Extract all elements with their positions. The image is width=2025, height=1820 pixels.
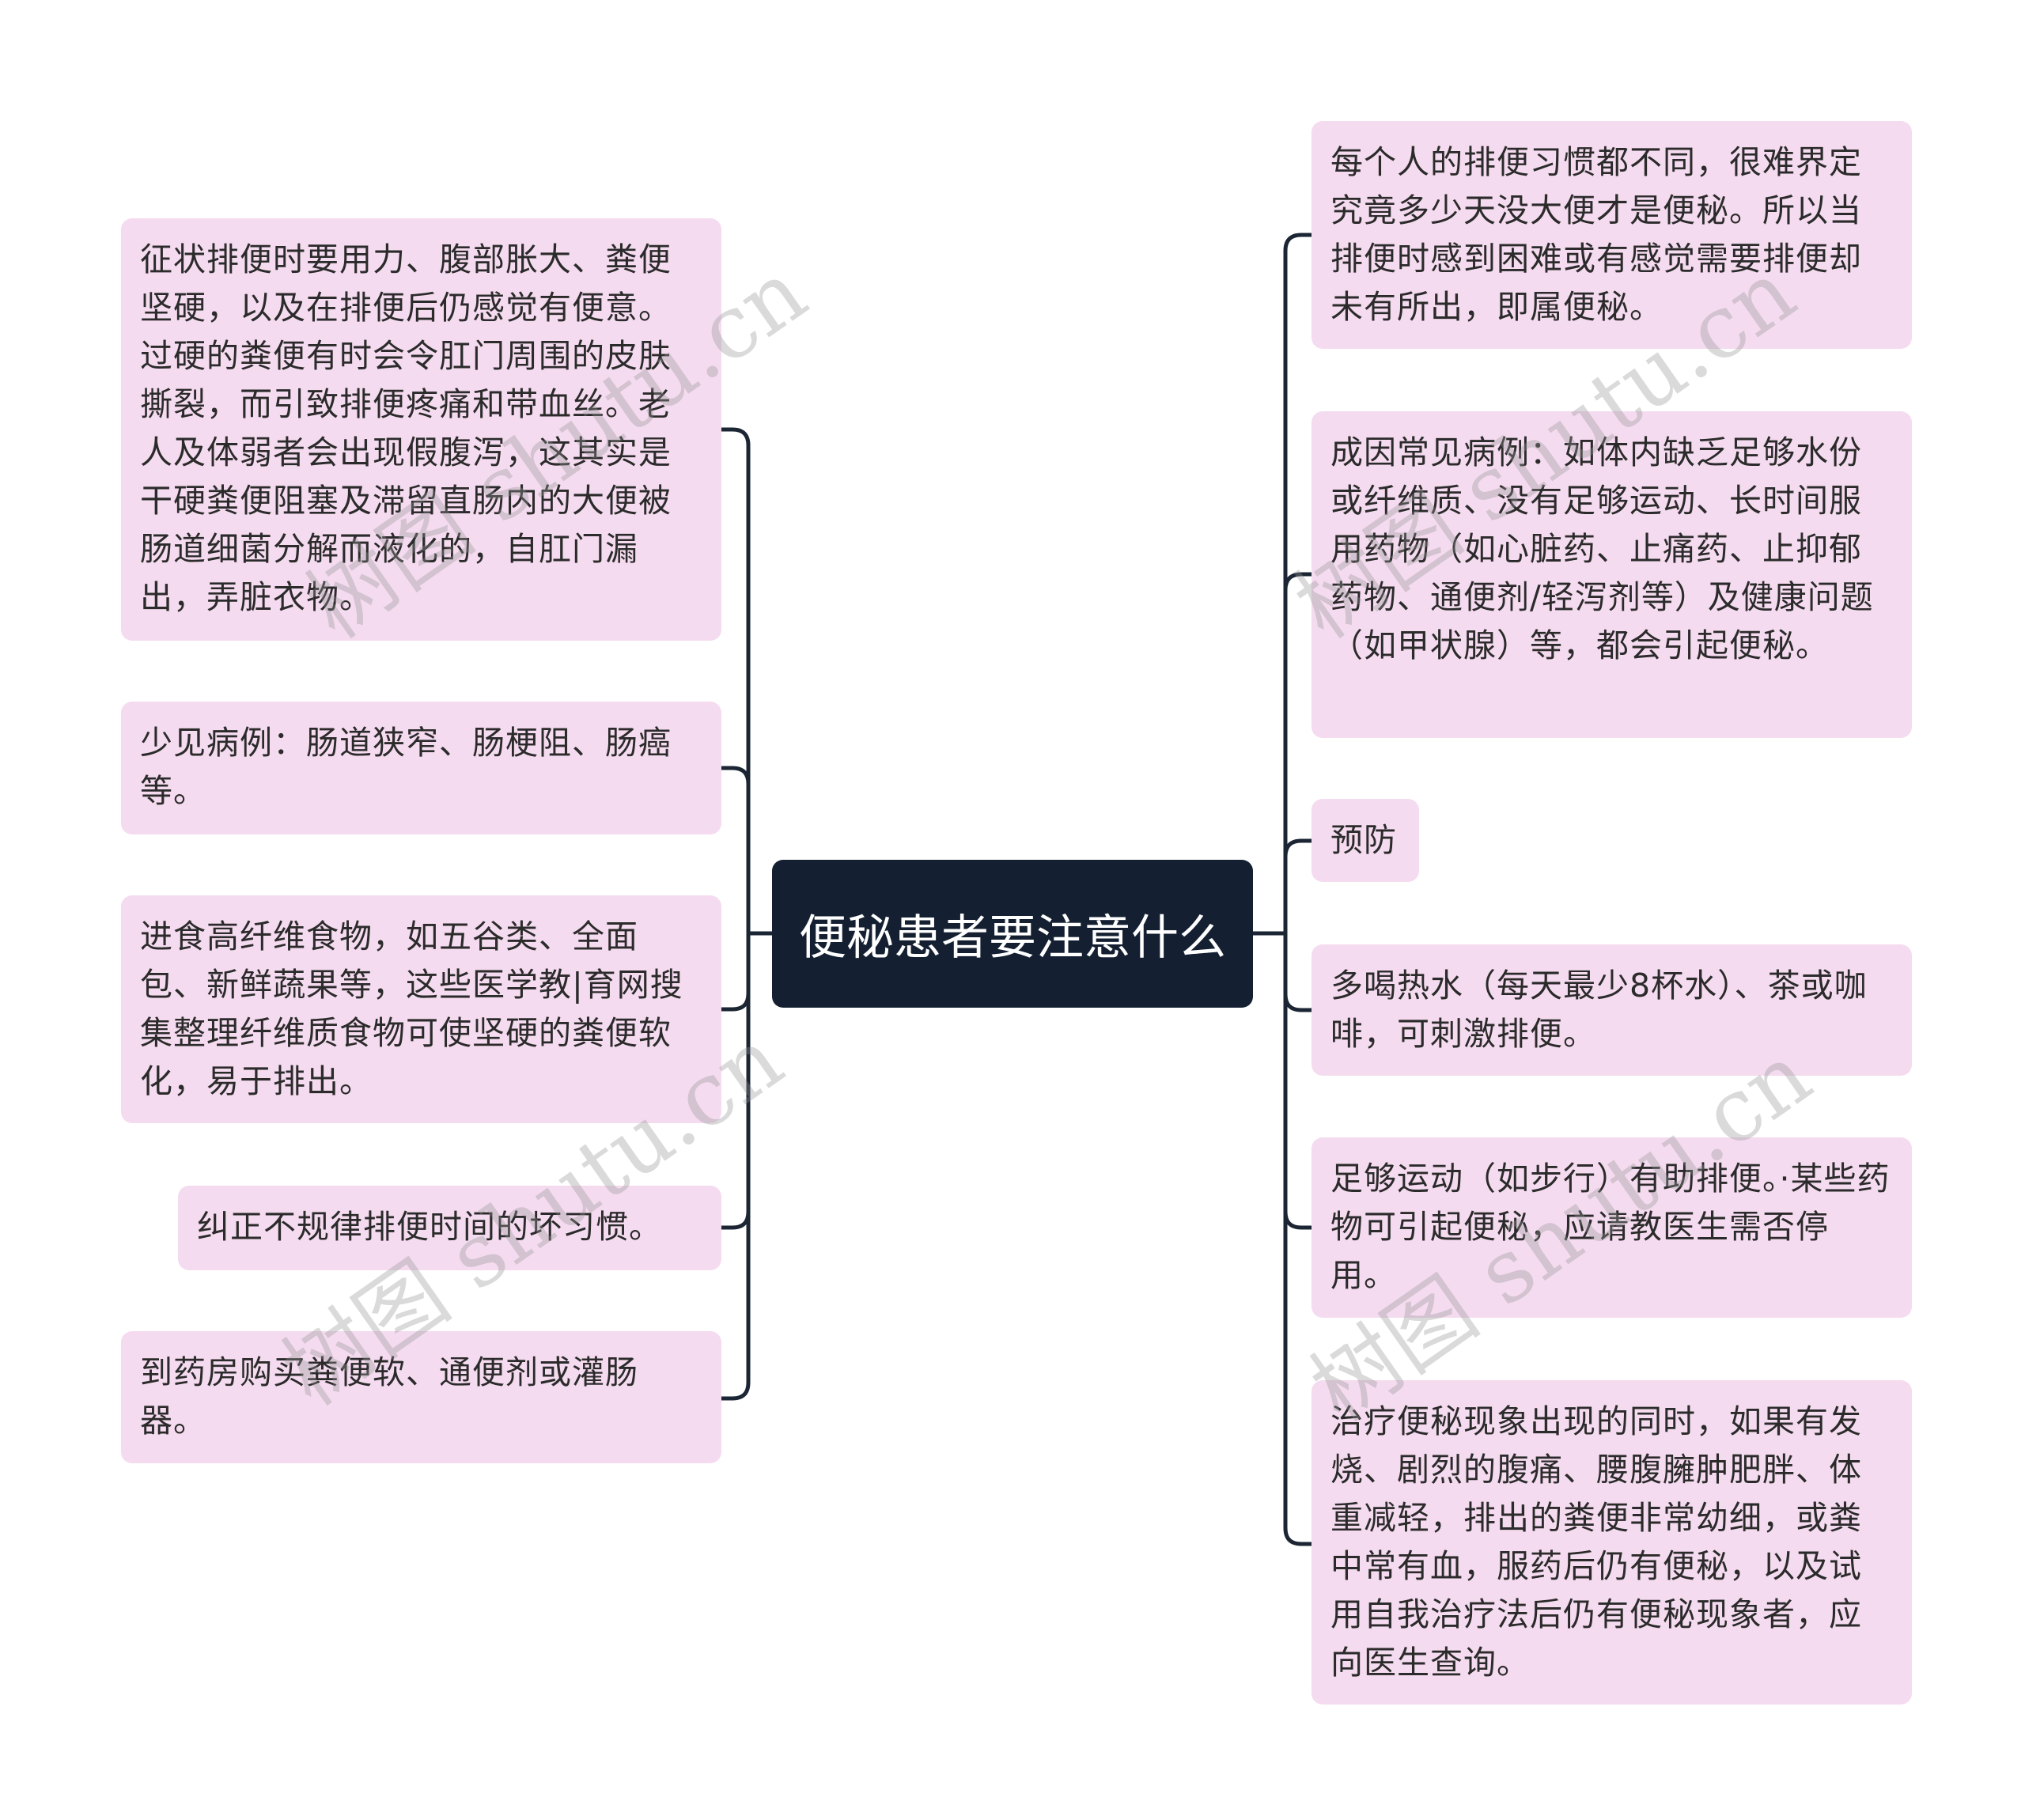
- right-node-causes[interactable]: 成因常见病例：如体内缺乏足够水份或纤维质、没有足够运动、长时间服用药物（如心脏药…: [1312, 411, 1912, 738]
- node-text: 治疗便秘现象出现的同时，如果有发烧、剧烈的腹痛、腰腹臃肿肥胖、体重减轻，排出的粪…: [1330, 1402, 1862, 1682]
- central-topic[interactable]: 便秘患者要注意什么: [772, 860, 1253, 1008]
- right-node-prevention[interactable]: 预防: [1312, 799, 1419, 882]
- node-text: 纠正不规律排便时间的坏习惯。: [197, 1208, 662, 1246]
- node-text: 成因常见病例：如体内缺乏足够水份或纤维质、没有足够运动、长时间服用药物（如心脏药…: [1330, 433, 1874, 664]
- left-node-rare-cases[interactable]: 少见病例：肠道狭窄、肠梗阻、肠癌等。: [121, 702, 721, 834]
- left-node-high-fiber[interactable]: 进食高纤维食物，如五谷类、全面包、新鲜蔬果等，这些医学教|育网搜集整理纤维质食物…: [121, 895, 721, 1123]
- left-node-correct-habits[interactable]: 纠正不规律排便时间的坏习惯。: [178, 1186, 721, 1270]
- left-node-symptoms[interactable]: 征状排便时要用力、腹部胀大、粪便坚硬，以及在排便后仍感觉有便意。过硬的粪便有时会…: [121, 218, 721, 641]
- node-text: 多喝热水（每天最少8杯水）、茶或咖啡，可刺激排便。: [1330, 967, 1868, 1053]
- node-text: 每个人的排便习惯都不同，很难界定究竟多少天没大便才是便秘。所以当排便时感到困难或…: [1330, 143, 1862, 326]
- node-text: 到药房购买粪便软、通便剂或灌肠器。: [140, 1353, 638, 1440]
- node-text: 少见病例：肠道狭窄、肠梗阻、肠癌等。: [140, 724, 672, 810]
- right-node-exercise[interactable]: 足够运动（如步行）有助排便。·某些药物可引起便秘，应请教医生需否停用。: [1312, 1137, 1912, 1318]
- node-text: 预防: [1330, 821, 1397, 859]
- left-node-pharmacy[interactable]: 到药房购买粪便软、通便剂或灌肠器。: [121, 1331, 721, 1463]
- central-topic-label: 便秘患者要注意什么: [799, 910, 1226, 966]
- right-node-treatment[interactable]: 治疗便秘现象出现的同时，如果有发烧、剧烈的腹痛、腰腹臃肿肥胖、体重减轻，排出的粪…: [1312, 1380, 1912, 1705]
- right-node-drink-water[interactable]: 多喝热水（每天最少8杯水）、茶或咖啡，可刺激排便。: [1312, 944, 1912, 1076]
- right-node-definition[interactable]: 每个人的排便习惯都不同，很难界定究竟多少天没大便才是便秘。所以当排便时感到困难或…: [1312, 121, 1912, 349]
- node-text: 征状排便时要用力、腹部胀大、粪便坚硬，以及在排便后仍感觉有便意。过硬的粪便有时会…: [140, 240, 672, 616]
- node-text: 进食高纤维食物，如五谷类、全面包、新鲜蔬果等，这些医学教|育网搜集整理纤维质食物…: [140, 918, 683, 1100]
- node-text: 足够运动（如步行）有助排便。·某些药物可引起便秘，应请教医生需否停用。: [1330, 1160, 1891, 1294]
